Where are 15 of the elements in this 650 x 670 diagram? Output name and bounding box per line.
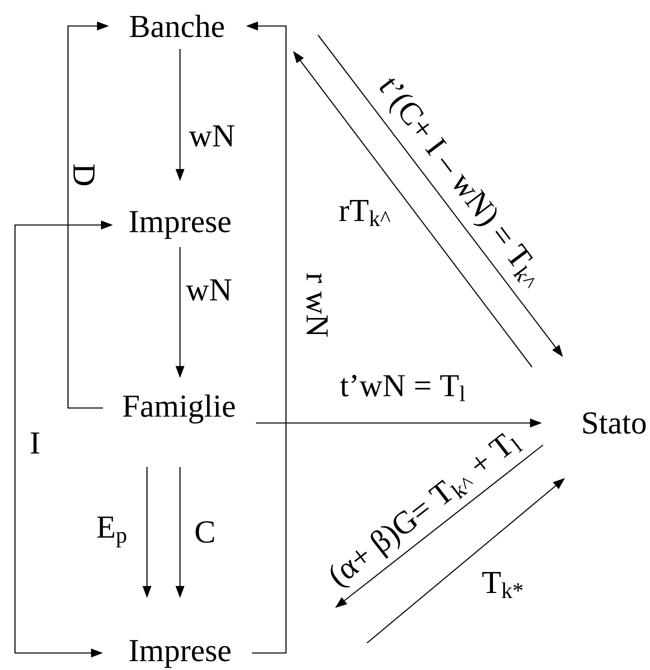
edge-label: rT$_{k^}$ (339, 200, 390, 226)
edge-label: C (196, 521, 214, 543)
edge-label: D (74, 164, 94, 186)
sector-label: Stato (583, 412, 646, 434)
edge-label: r wN (306, 273, 328, 337)
sector-label: Imprese (130, 640, 230, 668)
edge-label: wN (186, 279, 232, 301)
edge-label: wN (188, 125, 234, 147)
edge-label: T$_{k*}$ (482, 572, 523, 598)
edge-label: I (30, 432, 40, 454)
sector-label: Banche (130, 14, 224, 38)
edge-label: E$_{p}$ (97, 516, 126, 548)
sector-label: Famiglie (123, 394, 235, 424)
edge-label: t’wN = T$_{l}$ (340, 374, 465, 402)
sector-label: Imprese (130, 211, 230, 239)
